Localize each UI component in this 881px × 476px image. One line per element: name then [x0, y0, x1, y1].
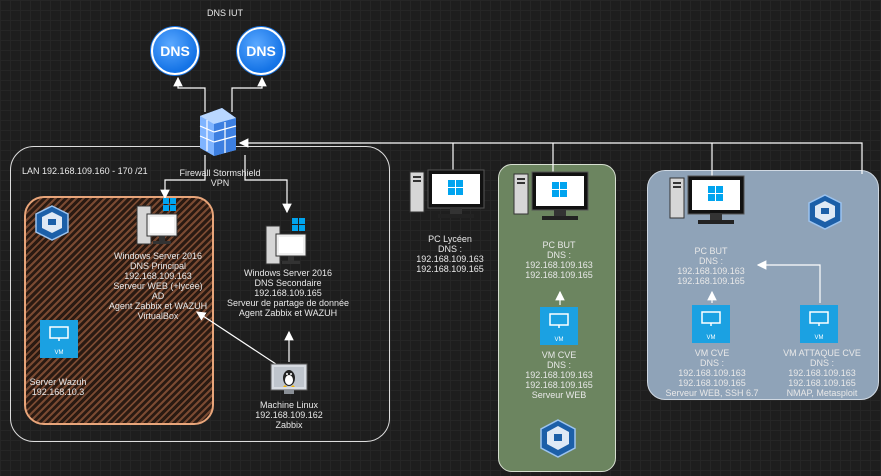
virtualbox-icon — [35, 205, 69, 241]
pc-lycee-line: DNS : — [437, 244, 462, 254]
pc-lycee-line: PC Lycéen — [428, 234, 472, 244]
ws-primary-line: AD — [151, 291, 165, 301]
monitor-icon — [701, 311, 721, 326]
dns-globe-icon: DNS — [237, 27, 285, 75]
vm-cve-blue-line: 192.168.109.165 — [678, 378, 746, 388]
linux-line: Zabbix — [275, 420, 303, 430]
pc-but-green-line: PC BUT — [542, 240, 576, 250]
vm-badge: VM — [814, 335, 824, 341]
ws-primary-line: VirtualBox — [137, 311, 179, 321]
vm-cve-green-line: DNS : — [546, 360, 571, 370]
linux-machine-icon — [270, 363, 308, 394]
pc-but-green-line: 192.168.109.165 — [525, 270, 593, 280]
pc-lycee-line: 192.168.109.163 — [416, 254, 484, 264]
pc-icon — [513, 171, 589, 220]
vm-cve-green-line: 192.168.109.163 — [525, 370, 593, 380]
ws-primary-line: Agent Zabbix et WAZUH — [108, 301, 208, 311]
ws-secondary-line: 192.168.109.165 — [254, 288, 322, 298]
windows-server-icon — [265, 218, 307, 265]
wazuh-line: 192.168.10.3 — [31, 387, 85, 397]
pc-but-green-line: DNS : — [546, 250, 571, 260]
vm-badge: VM — [554, 337, 564, 343]
vm-attaque-line: 192.168.109.163 — [788, 368, 856, 378]
vm-cve-green-line: 192.168.109.165 — [525, 380, 593, 390]
pc-but-blue-line: 192.168.109.165 — [677, 276, 745, 286]
vm-cve-blue-line: Serveur WEB, SSH 6.7 — [665, 388, 759, 398]
pc-icon — [409, 169, 485, 218]
pc-but-blue-line: PC BUT — [694, 246, 728, 256]
vm-badge: VM — [54, 350, 64, 356]
virtualbox-host-zone — [24, 196, 214, 425]
firewall-label: Firewall Stormshield — [179, 168, 261, 178]
vm-attaque-line: 192.168.109.165 — [788, 378, 856, 388]
monitor-icon — [549, 313, 569, 328]
linux-line: Machine Linux — [259, 400, 319, 410]
vm-attaque-line: DNS : — [809, 358, 834, 368]
dns-iut-title: DNS IUT — [207, 8, 243, 18]
vm-attaque-line: NMAP, Metasploit — [786, 388, 858, 398]
ws-primary-line: Serveur WEB (+lycée) — [113, 281, 203, 291]
ws-secondary-line: Serveur de partage de donnée — [226, 298, 350, 308]
dns-globe-icon: DNS — [151, 27, 199, 75]
linux-line: 192.168.109.162 — [255, 410, 323, 420]
windows-server-icon — [136, 198, 178, 245]
wazuh-line: Server Wazuh — [29, 377, 87, 387]
vm-cve-green-line: VM CVE — [541, 350, 577, 360]
pc-but-green-line: 192.168.109.163 — [525, 260, 593, 270]
ws-secondary-line: Agent Zabbix et WAZUH — [238, 308, 338, 318]
ws-primary-line: Windows Server 2016 — [113, 251, 203, 261]
vm-cve-blue-line: VM CVE — [694, 348, 730, 358]
pc-icon — [669, 175, 745, 224]
monitor-icon — [49, 326, 69, 341]
vm-cve-blue-line: DNS : — [699, 358, 724, 368]
pc-but-blue-line: 192.168.109.163 — [677, 266, 745, 276]
ws-primary-line: 192.168.109.163 — [124, 271, 192, 281]
pc-lycee-line: 192.168.109.165 — [416, 264, 484, 274]
vm-cve-blue-line: 192.168.109.163 — [678, 368, 746, 378]
monitor-icon — [809, 311, 829, 326]
firewall-icon — [199, 108, 237, 156]
ws-primary-line: DNS Principal — [129, 261, 187, 271]
vm-badge: VM — [706, 335, 716, 341]
pc-but-blue-line: DNS : — [698, 256, 723, 266]
vm-cve-green-line: Serveur WEB — [531, 390, 587, 400]
firewall-label-vpn: VPN — [210, 178, 230, 188]
lan-label: LAN 192.168.109.160 - 170 /21 — [22, 166, 148, 176]
vm-attaque-line: VM ATTAQUE CVE — [783, 348, 861, 358]
ws-secondary-line: DNS Secondaire — [254, 278, 322, 288]
virtualbox-icon — [540, 419, 576, 458]
ws-secondary-line: Windows Server 2016 — [243, 268, 333, 278]
virtualbox-icon — [808, 194, 842, 230]
